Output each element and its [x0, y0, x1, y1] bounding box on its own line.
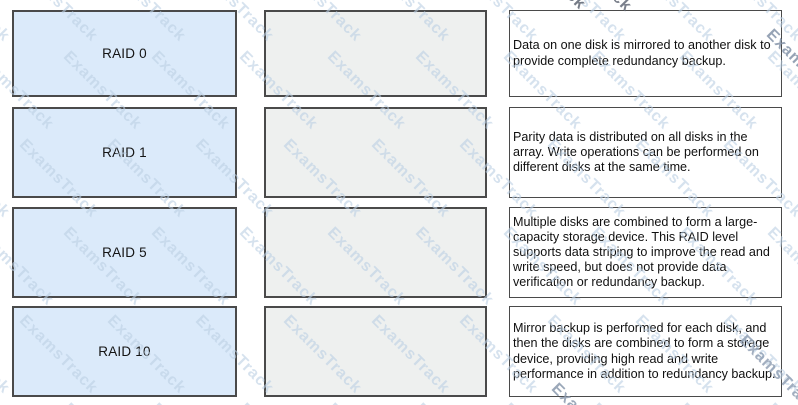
- watermark-text: ExamsTrack: [587, 400, 673, 405]
- watermark-text: ExamsTrack: [235, 400, 321, 405]
- description-text: Multiple disks are combined to form a la…: [513, 214, 770, 290]
- drop-slot-2[interactable]: [264, 107, 487, 198]
- watermark-text: ExamsTrack: [499, 400, 585, 405]
- description-text: Parity data is distributed on all disks …: [513, 129, 759, 175]
- raid-option-label: RAID 1: [102, 145, 147, 160]
- raid-option-label: RAID 0: [102, 46, 147, 61]
- description-text: Mirror backup is performed for each disk…: [513, 321, 776, 381]
- description-box-3: Multiple disks are combined to form a la…: [509, 207, 782, 298]
- raid-option-raid-10[interactable]: RAID 10: [12, 306, 237, 397]
- watermark-text: ExamsTrack: [323, 400, 409, 405]
- description-text: Data on one disk is mirrored to another …: [513, 38, 771, 68]
- raid-option-raid-5[interactable]: RAID 5: [12, 207, 237, 298]
- watermark-text: ExamsTrack: [0, 400, 57, 405]
- watermark-text: ExamsTrack: [763, 400, 798, 405]
- raid-option-label: RAID 10: [98, 344, 151, 359]
- raid-option-label: RAID 5: [102, 245, 147, 260]
- raid-option-raid-1[interactable]: RAID 1: [12, 107, 237, 198]
- watermark-text: ExamsTrack: [147, 400, 233, 405]
- description-box-4: Mirror backup is performed for each disk…: [509, 306, 782, 397]
- drop-slot-3[interactable]: [264, 207, 487, 298]
- watermark-text: ExamsTrack: [411, 400, 497, 405]
- description-box-1: Data on one disk is mirrored to another …: [509, 10, 782, 97]
- drop-slot-1[interactable]: [264, 10, 487, 97]
- watermark-text: ExamsTrack: [59, 400, 145, 405]
- description-box-2: Parity data is distributed on all disks …: [509, 107, 782, 198]
- drop-slot-4[interactable]: [264, 306, 487, 397]
- watermark-text: ExamsTrack: [675, 400, 761, 405]
- raid-option-raid-0[interactable]: RAID 0: [12, 10, 237, 97]
